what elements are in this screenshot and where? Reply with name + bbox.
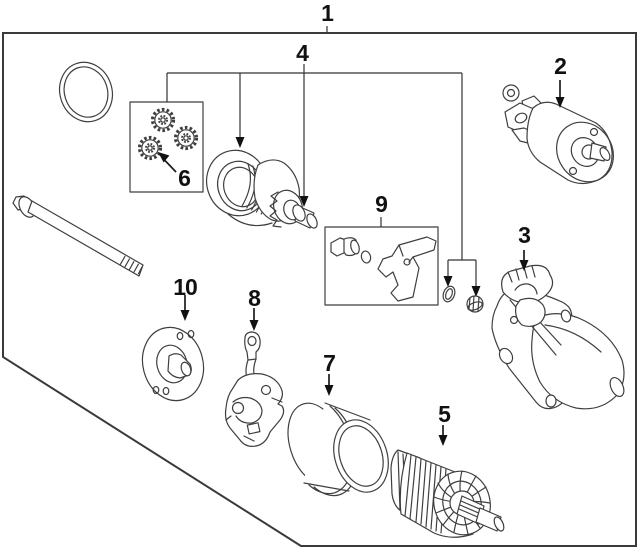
callout-1[interactable]: 1	[321, 0, 334, 26]
callout-3[interactable]: 3	[518, 222, 531, 248]
solenoid-drawing[interactable]	[502, 84, 625, 193]
callout-8[interactable]: 8	[248, 285, 261, 311]
callout-7[interactable]: 7	[323, 350, 336, 376]
callout6-arrow	[158, 152, 177, 173]
end-plate-drawing[interactable]	[134, 320, 211, 407]
starter-assembly-drawing[interactable]	[491, 264, 627, 410]
planet-gear[interactable]	[150, 107, 176, 133]
callout-4[interactable]: 4	[296, 40, 309, 66]
drive-clutch-drawing[interactable]	[198, 142, 320, 230]
frame-border	[2, 32, 637, 547]
callout-10[interactable]: 10	[173, 274, 198, 300]
shift-lever-box[interactable]	[324, 226, 439, 306]
planet-gears-box[interactable]	[129, 101, 204, 193]
callout-2[interactable]: 2	[554, 53, 567, 79]
callout4-bracket	[166, 64, 481, 297]
stop-collar-ring-drawing[interactable]	[441, 285, 484, 313]
callout7-arrow	[324, 374, 334, 396]
callout8-arrow	[249, 308, 259, 331]
callout5-arrow	[438, 425, 448, 446]
armature-drawing[interactable]	[390, 449, 506, 541]
callout-5[interactable]: 5	[438, 401, 451, 427]
planet-gear[interactable]	[137, 135, 163, 161]
brush-holder-drawing[interactable]	[224, 331, 285, 447]
callout3-arrow	[519, 250, 529, 271]
through-bolt-drawing[interactable]	[12, 194, 144, 277]
planet-gear[interactable]	[173, 125, 199, 151]
yoke-drawing[interactable]	[278, 396, 397, 499]
shift-lever-drawing	[377, 236, 437, 302]
callout2-arrow	[555, 80, 565, 108]
lever-oring-drawing	[360, 250, 372, 264]
callout10-arrow	[180, 295, 190, 321]
callout-6[interactable]: 6	[178, 165, 191, 191]
callout-9[interactable]: 9	[375, 191, 388, 217]
oring-gasket-drawing[interactable]	[52, 55, 120, 128]
